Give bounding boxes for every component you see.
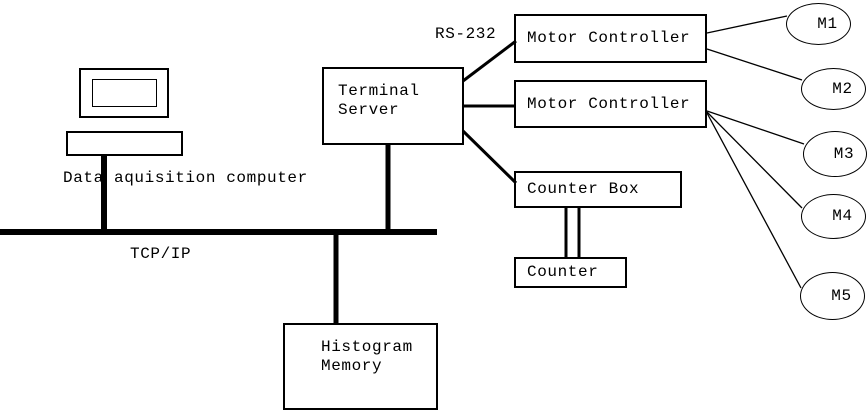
terminal-server-node: Terminal Server bbox=[322, 67, 464, 145]
motor-controller-1-node: Motor Controller bbox=[514, 14, 707, 63]
motor-controller-2-node: Motor Controller bbox=[514, 80, 707, 128]
motor-m5-node: M5 bbox=[800, 272, 865, 320]
histogram-memory-node: Histogram Memory bbox=[283, 323, 438, 410]
terminal-to-mc1-line bbox=[462, 39, 517, 83]
counter-node: Counter bbox=[514, 257, 627, 288]
motor-m1-node: M1 bbox=[786, 3, 851, 45]
motor-m3-node: M3 bbox=[803, 131, 867, 177]
data-acquisition-computer-label: Data aquisition computer bbox=[63, 169, 308, 187]
mc2-to-m3-line bbox=[706, 110, 805, 145]
mc1-to-m1-line bbox=[706, 15, 788, 34]
motor-m2-node: M2 bbox=[801, 68, 866, 110]
monitor-screen-icon bbox=[92, 79, 157, 107]
mc1-to-m2-line bbox=[706, 48, 803, 81]
counter-box-node: Counter Box bbox=[514, 171, 682, 208]
mc2-to-m4-line bbox=[706, 111, 803, 209]
rs-232-label: RS-232 bbox=[435, 25, 497, 43]
mc2-to-m5-line bbox=[706, 112, 802, 289]
keyboard-icon bbox=[66, 131, 183, 156]
motor-m4-node: M4 bbox=[801, 194, 866, 239]
terminal-to-counter-box-line bbox=[461, 129, 518, 185]
tcp-ip-bus-label: TCP/IP bbox=[130, 245, 192, 263]
